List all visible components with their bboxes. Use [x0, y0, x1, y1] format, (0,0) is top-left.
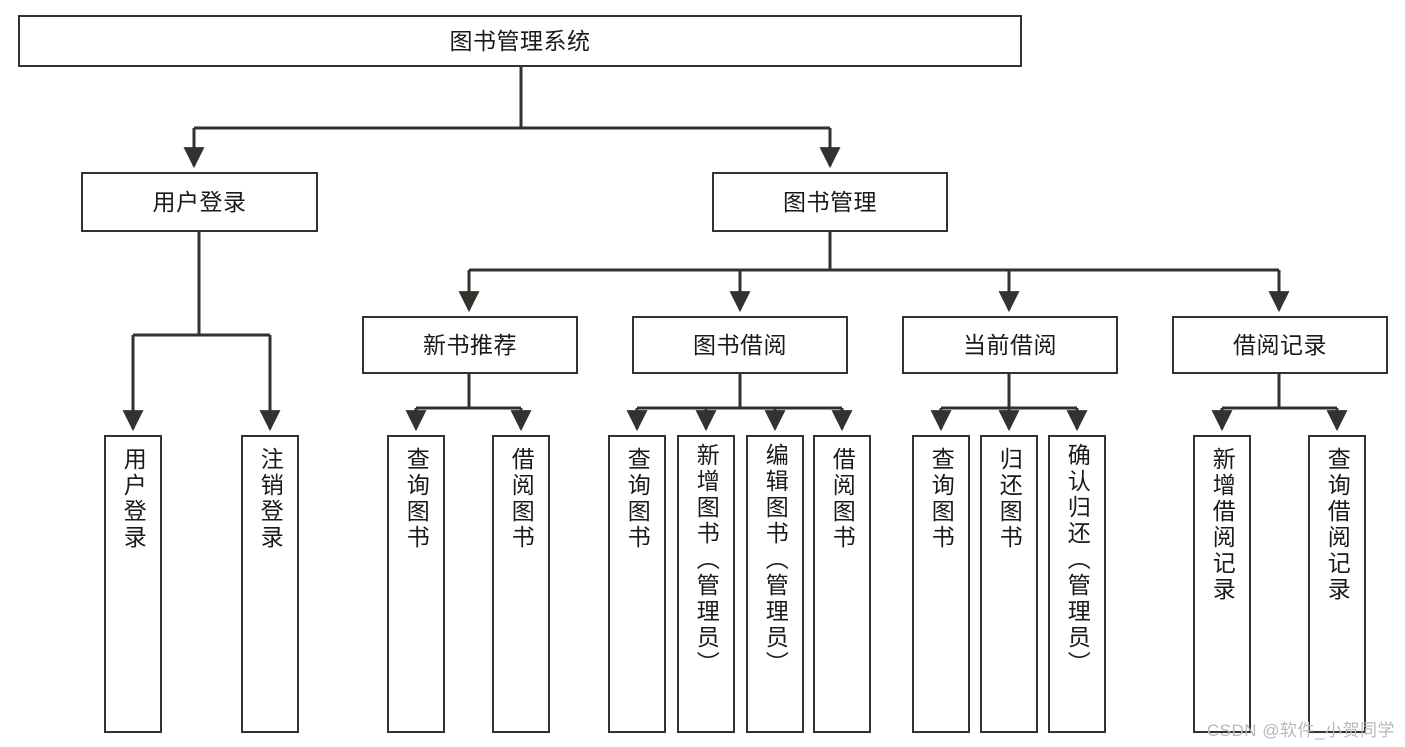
node-leaf-confirm-return[interactable]: 确认归还（管理员）	[1048, 435, 1106, 733]
node-leaf-user-login[interactable]: 用户登录	[104, 435, 162, 733]
node-book-management-label: 图书管理	[783, 188, 877, 215]
node-leaf-add-borrow-record-label: 新增借阅记录	[1209, 447, 1236, 603]
node-book-borrow[interactable]: 图书借阅	[632, 316, 848, 374]
node-leaf-logout[interactable]: 注销登录	[241, 435, 299, 733]
watermark-text: CSDN @软件_小贺同学	[1206, 721, 1395, 740]
node-leaf-query-book-1[interactable]: 查询图书	[387, 435, 445, 733]
node-book-management[interactable]: 图书管理	[712, 172, 948, 232]
node-borrow-records-label: 借阅记录	[1233, 331, 1327, 358]
node-leaf-query-book-2-label: 查询图书	[624, 447, 651, 551]
node-leaf-borrow-book-1-label: 借阅图书	[508, 447, 535, 551]
node-leaf-return-book-label: 归还图书	[996, 447, 1023, 551]
node-new-book-recommend-label: 新书推荐	[423, 331, 517, 358]
node-leaf-query-book-3-label: 查询图书	[928, 447, 955, 551]
node-leaf-borrow-book-1[interactable]: 借阅图书	[492, 435, 550, 733]
node-leaf-add-book-label: 新增图书（管理员）	[693, 443, 720, 677]
node-root[interactable]: 图书管理系统	[18, 15, 1022, 67]
node-leaf-add-book[interactable]: 新增图书（管理员）	[677, 435, 735, 733]
node-user-login-label: 用户登录	[152, 188, 247, 215]
node-borrow-records[interactable]: 借阅记录	[1172, 316, 1388, 374]
node-leaf-logout-label: 注销登录	[257, 447, 284, 551]
node-leaf-query-book-1-label: 查询图书	[403, 447, 430, 551]
node-new-book-recommend[interactable]: 新书推荐	[362, 316, 578, 374]
node-leaf-query-book-2[interactable]: 查询图书	[608, 435, 666, 733]
node-leaf-edit-book[interactable]: 编辑图书（管理员）	[746, 435, 804, 733]
node-user-login[interactable]: 用户登录	[81, 172, 318, 232]
node-leaf-query-borrow-record-label: 查询借阅记录	[1324, 447, 1351, 603]
node-leaf-borrow-book-2[interactable]: 借阅图书	[813, 435, 871, 733]
node-leaf-return-book[interactable]: 归还图书	[980, 435, 1038, 733]
node-book-borrow-label: 图书借阅	[693, 331, 787, 358]
node-current-borrow-label: 当前借阅	[963, 331, 1057, 358]
node-leaf-query-borrow-record[interactable]: 查询借阅记录	[1308, 435, 1366, 733]
node-leaf-confirm-return-label: 确认归还（管理员）	[1064, 443, 1091, 677]
node-leaf-query-book-3[interactable]: 查询图书	[912, 435, 970, 733]
node-current-borrow[interactable]: 当前借阅	[902, 316, 1118, 374]
node-root-label: 图书管理系统	[449, 27, 591, 54]
node-leaf-borrow-book-2-label: 借阅图书	[829, 447, 856, 551]
node-leaf-user-login-label: 用户登录	[120, 447, 147, 551]
node-leaf-edit-book-label: 编辑图书（管理员）	[762, 443, 789, 677]
node-leaf-add-borrow-record[interactable]: 新增借阅记录	[1193, 435, 1251, 733]
